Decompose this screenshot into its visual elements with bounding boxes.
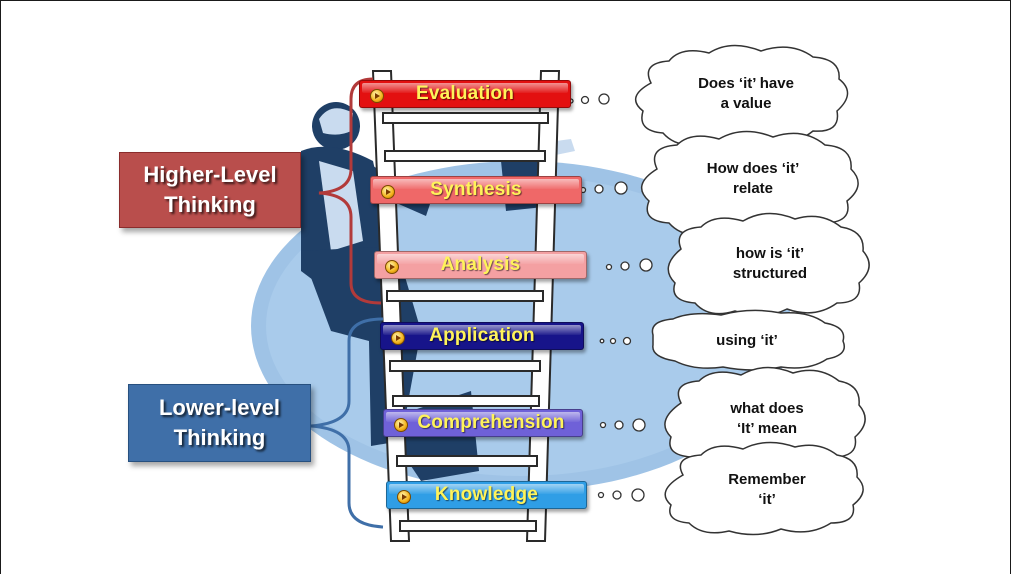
level-comprehension: Comprehension	[383, 409, 583, 437]
thought-synthesis: How does ‘it’ relate	[665, 159, 841, 199]
cloud-application	[651, 309, 845, 371]
higher-bracket	[318, 77, 382, 305]
thought-knowledge: Remember ‘it’	[685, 470, 849, 510]
level-application: Application	[380, 322, 584, 350]
thought-dots	[568, 93, 653, 502]
cloud-evaluation	[634, 44, 849, 148]
play-bullet-icon	[370, 89, 384, 103]
play-bullet-icon	[394, 418, 408, 432]
play-bullet-icon	[397, 490, 411, 504]
play-bullet-icon	[385, 260, 399, 274]
lower-level-line-1: Lower-level	[158, 395, 281, 420]
thought-line: ‘it’	[758, 491, 776, 508]
thought-line: a value	[720, 95, 772, 112]
thought-line: using ‘it’	[716, 332, 778, 349]
higher-level-line-2: Thinking	[164, 192, 256, 217]
lower-level-line-2: Thinking	[173, 425, 266, 450]
higher-level-thinking-label: Higher-Level Thinking	[119, 152, 301, 228]
thought-application: using ‘it’	[661, 331, 833, 351]
thought-analysis: how is ‘it’ structured	[685, 244, 855, 284]
play-bullet-icon	[381, 185, 395, 199]
level-synthesis: Synthesis	[370, 176, 582, 204]
thought-line: what does	[730, 400, 804, 417]
thought-line: How does ‘it’	[706, 160, 800, 177]
thought-evaluation: Does ‘it’ have a value	[661, 74, 831, 114]
level-label: Evaluation	[415, 83, 515, 104]
thought-comprehension: what does ‘It’ mean	[685, 399, 849, 439]
level-label: Synthesis	[430, 179, 522, 200]
thought-line: Remember	[728, 471, 806, 488]
level-label: Comprehension	[417, 412, 565, 433]
cloud-knowledge	[664, 441, 864, 536]
level-label: Application	[429, 325, 535, 346]
thought-line: Does ‘it’ have	[698, 75, 794, 92]
cloud-synthesis	[640, 130, 859, 238]
cloud-analysis	[667, 212, 870, 317]
thought-line: how is ‘it’	[735, 245, 805, 262]
thought-line: ‘It’ mean	[736, 420, 798, 437]
play-bullet-icon	[391, 331, 405, 345]
level-knowledge: Knowledge	[386, 481, 587, 509]
lower-level-thinking-label: Lower-level Thinking	[128, 384, 311, 462]
level-label: Analysis	[440, 254, 521, 275]
level-label: Knowledge	[434, 484, 539, 505]
level-analysis: Analysis	[374, 251, 587, 279]
thought-line: relate	[732, 180, 774, 197]
thought-line: structured	[732, 265, 808, 282]
lower-bracket	[310, 317, 384, 529]
level-evaluation: Evaluation	[359, 80, 571, 108]
higher-level-line-1: Higher-Level	[143, 162, 277, 187]
